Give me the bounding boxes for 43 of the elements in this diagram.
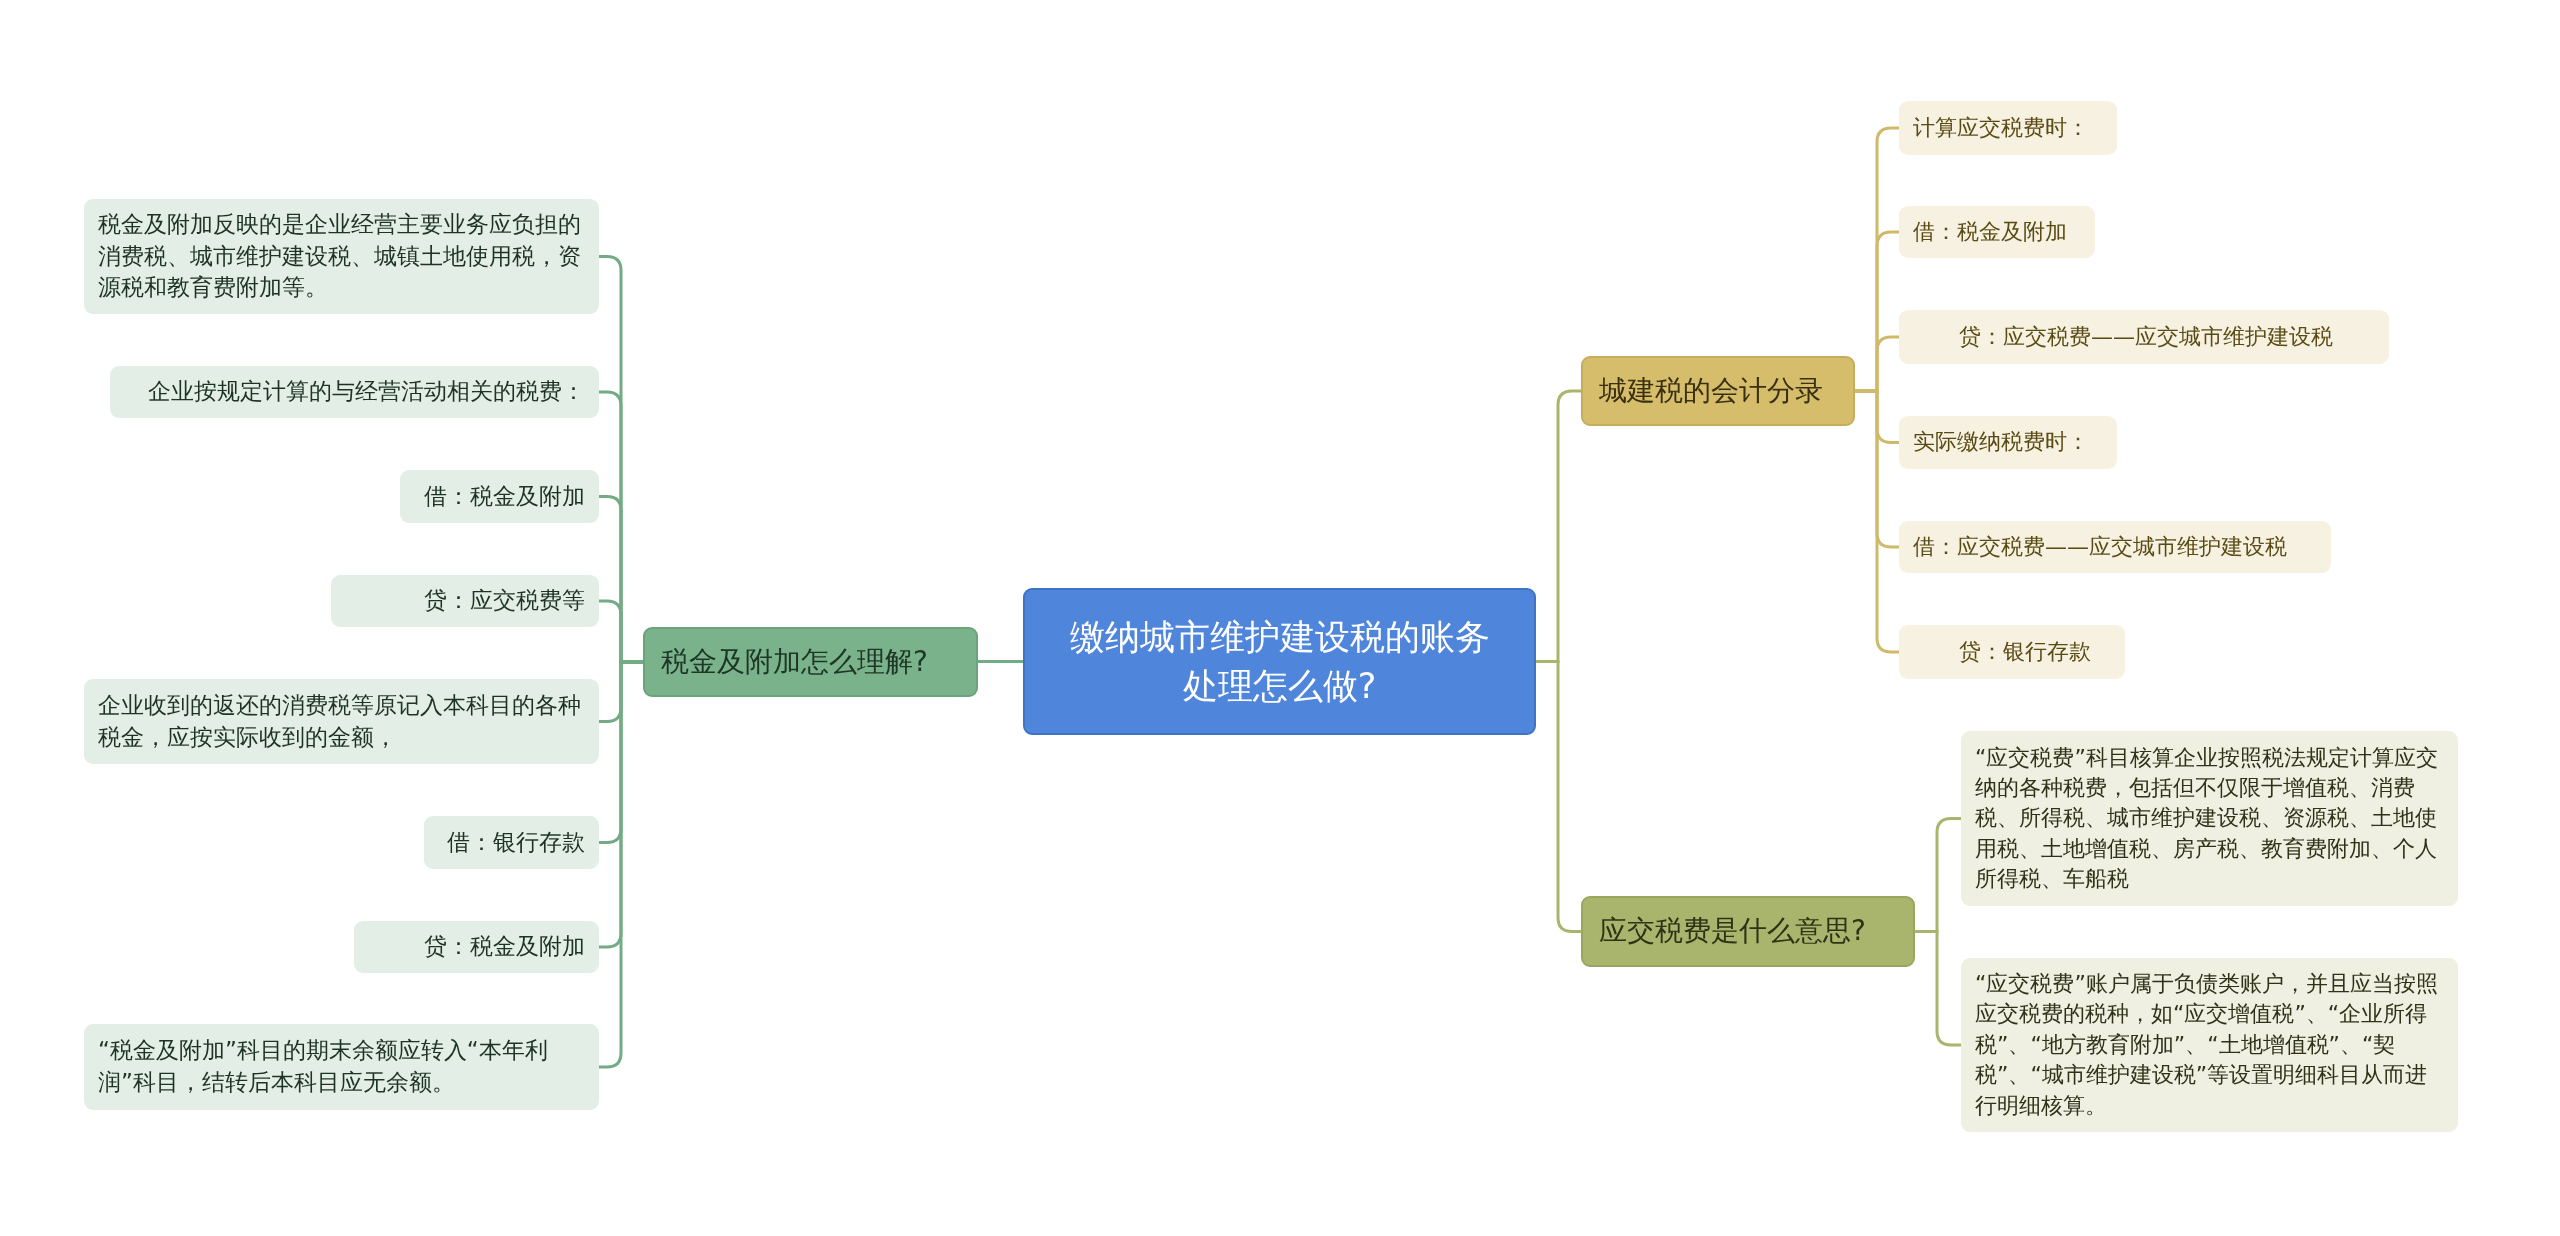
subtopic-box	[1899, 521, 2331, 573]
topic-text: “税金及附加”科目的期末余额应转入“本年利润”科目，结转后本科目应无余额。	[98, 1036, 549, 1097]
topic-text: 借：税金及附加	[424, 481, 585, 511]
subtopic-box	[1899, 310, 2389, 364]
topic-text: “应交税费”账户属于负债类账户，并且应当按照应交税费的税种，如“应交增值税”、“企业所得税”、“地方教育附加”、“土地增值税”、“契税”、“城市维护建设税”等设置明细科目从而进行明细核算。	[1975, 970, 2439, 1120]
subtopic-box	[84, 679, 599, 764]
subtopic-box	[1899, 625, 2125, 679]
root-topic-box	[1023, 588, 1536, 735]
subtopic-box	[424, 816, 599, 869]
topic-text: 贷：税金及附加	[424, 932, 585, 962]
topic-text: 贷：应交税费等	[424, 586, 585, 616]
connector-line	[1855, 389, 1899, 654]
subtopic-box	[84, 1024, 599, 1110]
topic-text: 贷：应交税费——应交城市维护建设税	[1959, 322, 2333, 351]
connector-line	[1915, 930, 1961, 1047]
topic-box	[1581, 896, 1915, 967]
subtopic-box	[1899, 416, 2117, 469]
topic-text: 借：应交税费——应交城市维护建设税	[1913, 532, 2287, 561]
connector-line	[978, 660, 1023, 663]
subtopic-box	[1899, 101, 2117, 155]
topic-text: 借：税金及附加	[1913, 217, 2067, 246]
subtopic-box	[331, 575, 599, 627]
topic-text: 实际缴纳税费时：	[1913, 428, 2089, 457]
topic-box	[1581, 356, 1855, 426]
subtopic-box	[84, 199, 599, 314]
topic-text: 企业收到的返还的消费税等原记入本科目的各种税金，应按实际收到的金额，	[98, 690, 582, 752]
subtopic-box	[1899, 206, 2095, 258]
subtopic-box	[354, 921, 599, 973]
topic-text: 税金及附加反映的是企业经营主要业务应负担的消费税、城市维护建设税、城镇土地使用税，资源税和教育费附加等。	[98, 209, 582, 303]
topic-text: “应交税费”科目核算企业按照税法规定计算应交纳的各种税费，包括但不仅限于增值税、消费税、所得税、城市维护建设税、资源税、土地使用税、土地增值税、房产税、教育费附加、个人所得税、车船税	[1975, 743, 2439, 894]
topic-text: 城建税的会计分录	[1599, 372, 1823, 409]
topic-box	[643, 627, 978, 697]
subtopic-box	[1961, 731, 2458, 906]
subtopic-box	[110, 366, 599, 418]
topic-text: 缴纳城市维护建设税的账务处理怎么做?	[1069, 616, 1490, 708]
topic-text: 应交税费是什么意思?	[1599, 913, 1866, 950]
topic-text: 借：银行存款	[447, 827, 585, 857]
topic-text: 税金及附加怎么理解?	[661, 643, 928, 680]
topic-text: 贷：银行存款	[1959, 637, 2091, 666]
subtopic-box	[1961, 958, 2458, 1132]
topic-text: 企业按规定计算的与经营活动相关的税费：	[148, 377, 585, 407]
subtopic-box	[400, 470, 599, 523]
topic-text: 计算应交税费时：	[1913, 113, 2089, 142]
